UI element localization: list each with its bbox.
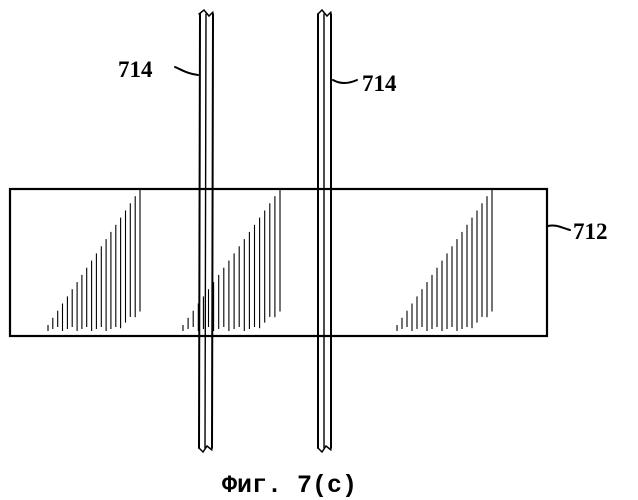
leader-line-714-left (175, 67, 198, 75)
tube-714-left (199, 10, 213, 452)
label-714-left: 714 (118, 57, 153, 82)
label-712: 712 (573, 219, 608, 244)
label-714-right: 714 (362, 71, 397, 96)
figure-caption: Фиг. 7(c) (222, 471, 357, 500)
tube-714-right (318, 10, 331, 452)
leader-line-712 (548, 225, 570, 230)
plate-hatching (48, 189, 492, 331)
plate-712 (10, 189, 547, 336)
leader-line-714-right (333, 80, 357, 83)
